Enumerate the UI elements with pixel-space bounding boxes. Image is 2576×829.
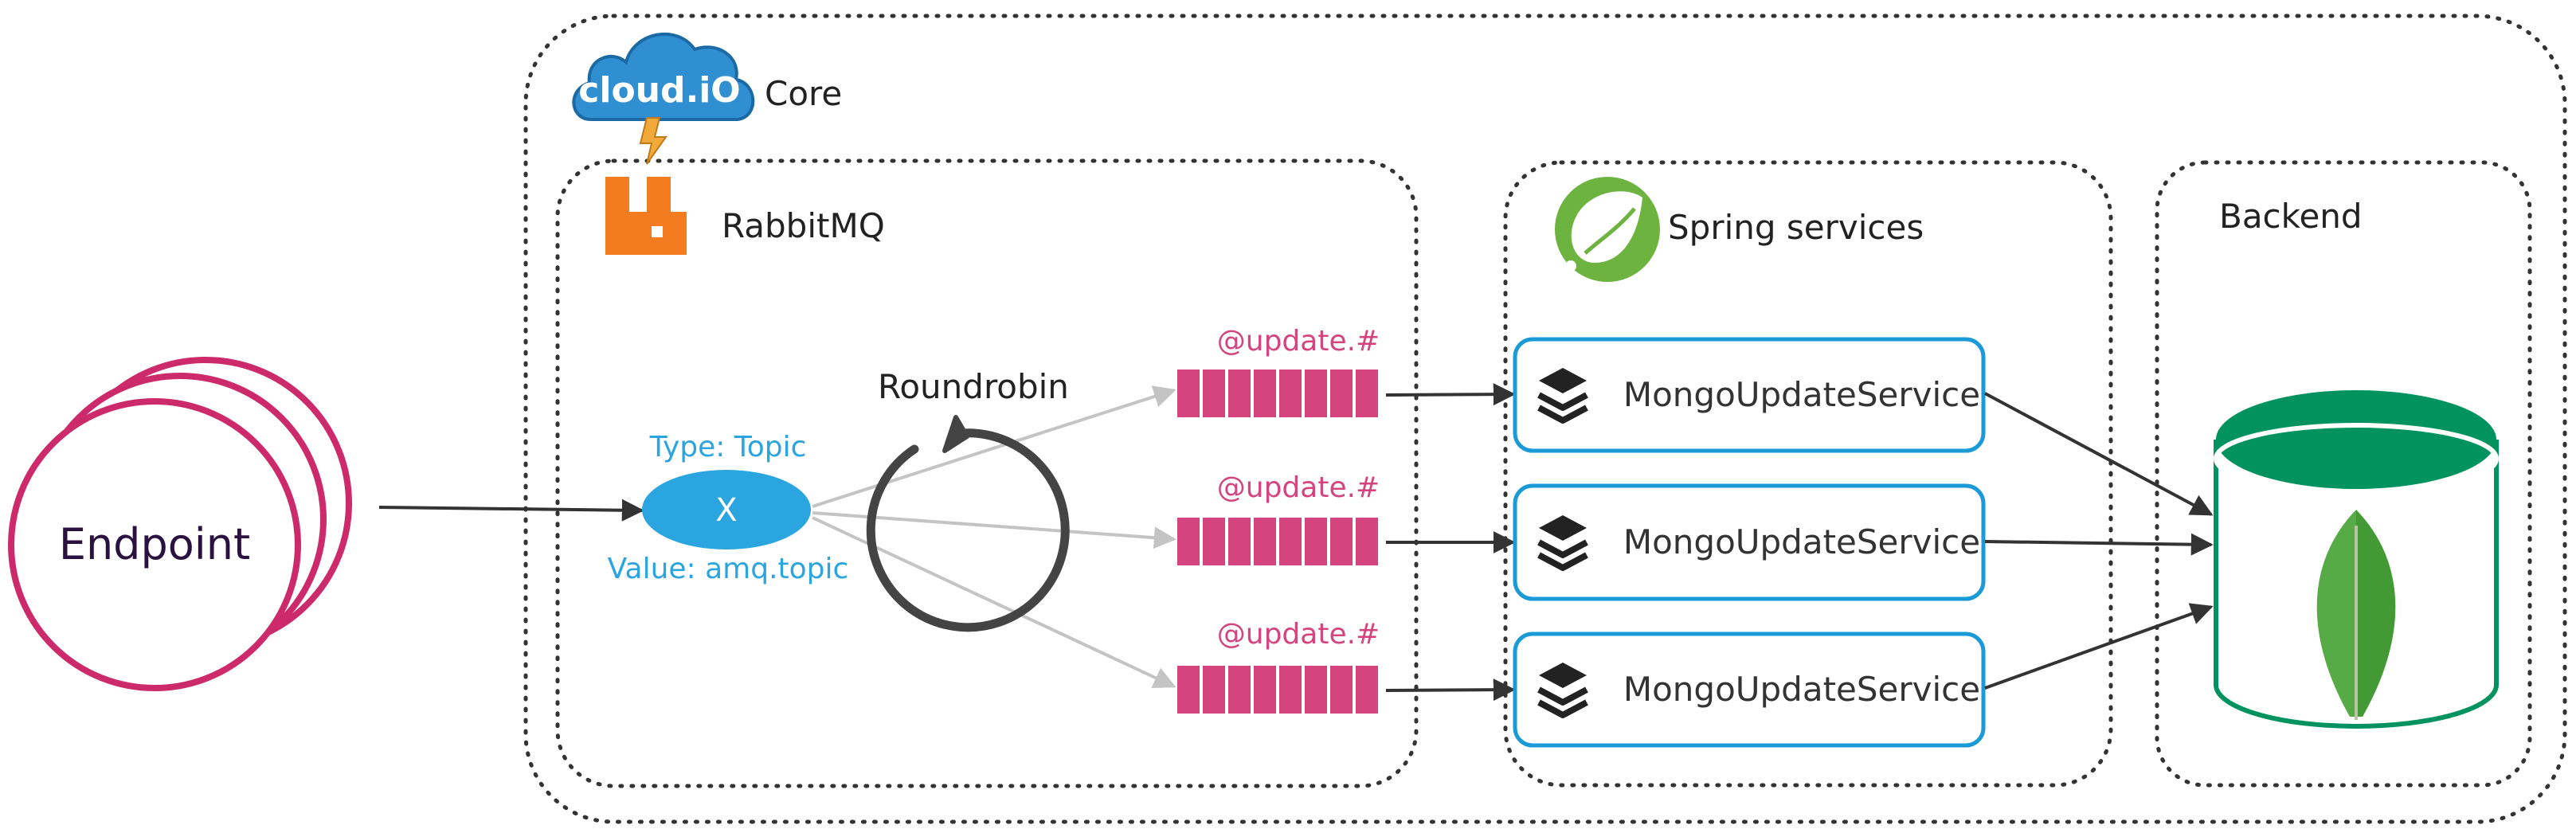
exchange-symbol: X (715, 492, 737, 529)
queue-cell (1177, 666, 1200, 714)
spring-services-title: Spring services (1668, 208, 1924, 247)
mongodb-database-icon[interactable] (2214, 390, 2499, 729)
exchange-to-queue-3-arrow (812, 516, 1176, 689)
service-1-label: MongoUpdateService (1623, 375, 1980, 414)
exchange-type-label: Type: Topic (649, 431, 807, 463)
queue-cell (1330, 370, 1353, 417)
queue-cell (1228, 518, 1251, 565)
core-title: Core (765, 74, 842, 113)
queue-cell (1279, 518, 1302, 565)
queue-cell (1254, 666, 1276, 714)
queue-cell (1356, 518, 1378, 565)
queue-1-to-service-1-arrow (1385, 383, 1516, 406)
exchange-value-label: Value: amq.topic (608, 553, 849, 585)
queue-1-label: @update.# (1217, 325, 1380, 358)
queue-3: @update.# (1177, 618, 1380, 714)
endpoint-stack: Endpoint (8, 357, 352, 691)
queue-cell (1356, 370, 1378, 417)
roundrobin-cycle-icon (866, 428, 1070, 632)
service-box-3[interactable]: MongoUpdateService (1513, 632, 1986, 748)
queue-cell (1177, 370, 1200, 417)
queue-cell (1228, 666, 1251, 714)
queue-cell (1279, 370, 1302, 417)
rabbitmq-title: RabbitMQ (722, 206, 885, 245)
queue-cell (1177, 518, 1200, 565)
queue-cell (1203, 370, 1225, 417)
spring-services-container (1503, 160, 2113, 788)
queue-1: @update.# (1177, 325, 1380, 417)
exchange-node[interactable] (642, 470, 811, 549)
cloudio-logo: cloud.iO (572, 32, 755, 165)
endpoint-label: Endpoint (59, 519, 250, 569)
service-2-to-database-arrow (1984, 533, 2214, 556)
service-2-label: MongoUpdateService (1623, 522, 1980, 561)
layers-icon (1537, 515, 1588, 571)
queue-cell (1305, 518, 1327, 565)
endpoint-circle-front (8, 398, 301, 691)
cloudio-logo-text: cloud.iO (578, 70, 740, 111)
rabbitmq-logo-icon (605, 177, 687, 255)
service-1-to-database-arrow (1984, 392, 2214, 516)
backend-container (2155, 160, 2532, 788)
queue-cell (1356, 666, 1378, 714)
queue-3-label: @update.# (1217, 618, 1380, 651)
service-box-1[interactable]: MongoUpdateService (1513, 337, 1986, 453)
queue-cell (1203, 518, 1225, 565)
queue-cell (1330, 666, 1353, 714)
queue-cell (1330, 518, 1353, 565)
core-container (523, 14, 2567, 824)
rabbitmq-container (555, 158, 1419, 788)
backend-title: Backend (2219, 197, 2363, 236)
roundrobin-label: Roundrobin (878, 367, 1069, 406)
service-box-2[interactable]: MongoUpdateService (1513, 483, 1986, 601)
queue-cell (1203, 666, 1225, 714)
spring-logo-icon (1555, 177, 1660, 282)
endpoint-to-exchange-arrow (378, 499, 644, 522)
queue-2: @update.# (1177, 471, 1380, 565)
layers-icon (1537, 368, 1588, 424)
service-3-to-database-arrow (1984, 603, 2214, 690)
queue-cell (1254, 518, 1276, 565)
mongodb-leaf-icon (2316, 510, 2396, 720)
queue-2-label: @update.# (1217, 471, 1380, 504)
queue-cell (1254, 370, 1276, 417)
service-3-label: MongoUpdateService (1623, 670, 1980, 709)
queue-cell (1305, 666, 1327, 714)
queue-cell (1279, 666, 1302, 714)
queue-cell (1228, 370, 1251, 417)
exchange-to-queue-1-arrow (812, 385, 1176, 508)
layers-icon (1537, 663, 1588, 718)
queue-cell (1305, 370, 1327, 417)
